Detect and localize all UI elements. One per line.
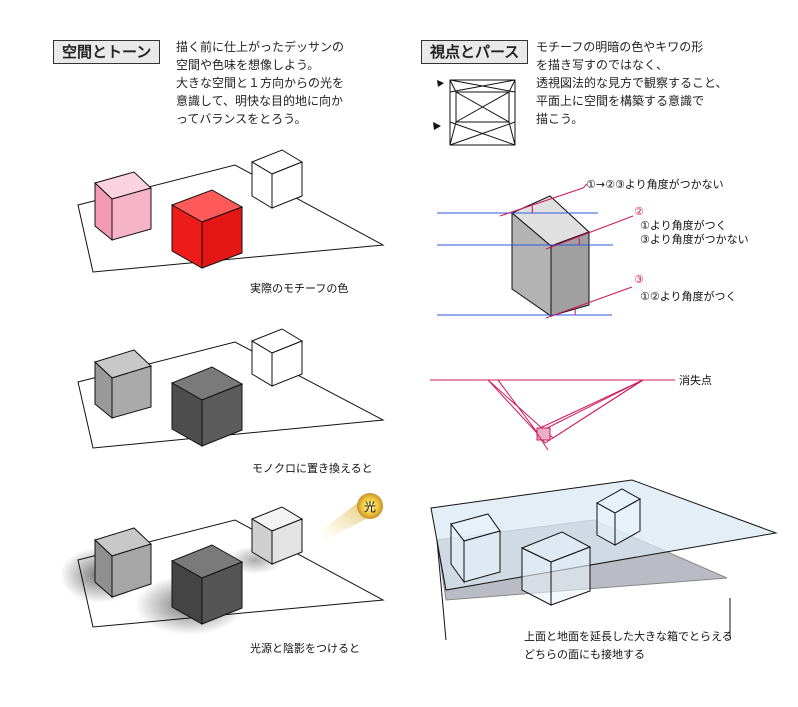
- left-section-title: 空間とトーン: [53, 40, 161, 64]
- right-desc-line: 平面上に空間を構築する意識で: [536, 94, 705, 108]
- angle-lines: [499, 183, 634, 319]
- dark-cube: [170, 366, 244, 447]
- right-desc-line: 描こう。: [536, 112, 584, 126]
- left-desc-line: 描く前に仕上がったデッサンの: [176, 40, 345, 54]
- right-desc-line: を描き写すのではなく、: [536, 58, 669, 72]
- right-section-title: 視点とパース: [421, 40, 529, 64]
- white-cube: [250, 328, 304, 387]
- caption-light-shadow: 光源と陰影をつけると: [250, 642, 360, 655]
- glass-cube: [520, 531, 592, 606]
- right-desc-line: モチーフの明暗の色やキワの形: [536, 40, 704, 54]
- angle-note-2: ①より角度がつく ③より角度がつかない: [640, 219, 749, 247]
- box-scene-caption-line: どちらの面にも接地する: [524, 648, 645, 661]
- white-cube: [250, 149, 304, 209]
- glass-cube: [595, 488, 642, 546]
- horizontal-guides: [437, 212, 613, 316]
- box-scene-caption: 上面と地面を延長した大きな箱でとらえる どちらの面にも接地する: [524, 628, 733, 664]
- viewpoint-box-icon: [449, 79, 516, 146]
- box-scene-caption-line: 上面と地面を延長した大きな箱でとらえる: [524, 630, 733, 643]
- pink-cube: [94, 171, 152, 242]
- left-desc-line: 大きな空間と１方向からの光を: [176, 76, 345, 90]
- scene-monochrome: [77, 328, 385, 449]
- right-desc-line: 透視図法的な見方で観察すること、: [536, 76, 728, 90]
- transparent-box-scene: [430, 479, 778, 641]
- angle-note-1: ①→②③より角度がつかない: [586, 178, 724, 191]
- left-desc-line: 空間や色味を想像しよう。: [176, 58, 320, 72]
- angle-note-3: ①②より角度がつく: [640, 290, 737, 303]
- light-source-icon: [357, 493, 383, 519]
- red-cube: [170, 189, 244, 269]
- glass-cube: [450, 513, 501, 584]
- scene-light-shadow: [60, 493, 385, 635]
- white-cube: [250, 506, 304, 565]
- left-description: 描く前に仕上がったデッサンの 空間や色味を想像しよう。 大きな空間と１方向からの…: [176, 38, 344, 128]
- angle-note-3-mark: ③: [634, 273, 644, 286]
- angle-note-2-mark: ②: [634, 205, 644, 218]
- caption-monochrome: モノクロに置き換えると: [252, 462, 373, 475]
- angle-note-2-line: ③より角度がつかない: [640, 233, 749, 246]
- scene-actual-colors: [77, 149, 385, 273]
- perspective-cube: [511, 195, 590, 317]
- right-description: モチーフの明暗の色やキワの形 を描き写すのではなく、 透視図法的な見方で観察する…: [536, 38, 728, 128]
- vanishing-point-label: 消失点: [679, 374, 712, 387]
- eye-top-icon: [437, 80, 444, 87]
- left-desc-line: 意識して、明快な目的地に向か: [176, 94, 344, 108]
- dark-cube: [170, 544, 244, 625]
- gray-cube: [94, 527, 152, 599]
- gray-cube: [94, 349, 152, 420]
- vanishing-point-diagram: [430, 379, 675, 451]
- extension-line: [436, 539, 447, 641]
- light-label: 光: [364, 500, 377, 514]
- angle-note-2-line: ①より角度がつく: [640, 219, 727, 232]
- eye-bottom-icon: [433, 122, 441, 130]
- caption-actual-colors: 実際のモチーフの色: [250, 282, 349, 295]
- left-desc-line: ってバランスをとろう。: [176, 112, 307, 126]
